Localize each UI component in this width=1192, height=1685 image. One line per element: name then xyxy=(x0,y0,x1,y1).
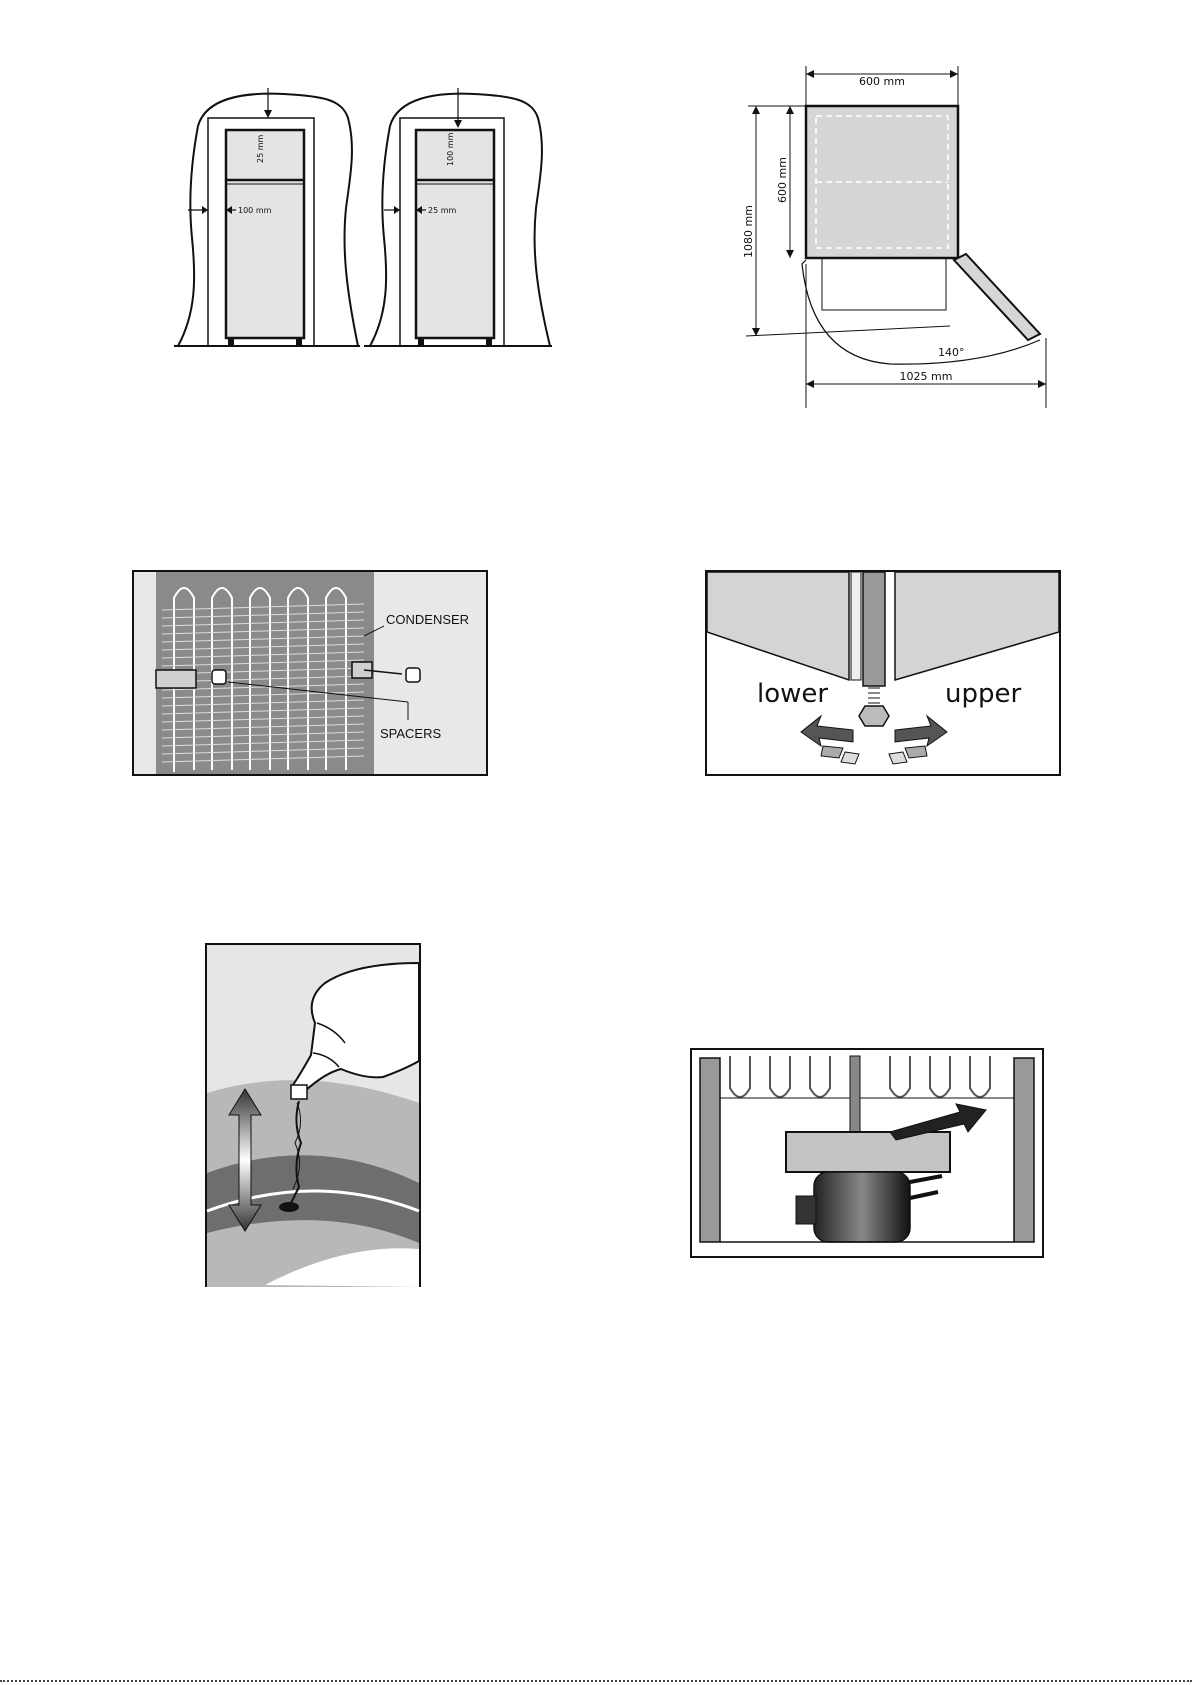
left-side-gap-label: 100 mm xyxy=(238,206,272,215)
drain-figure xyxy=(205,943,421,1287)
spacers-figure: CONDENSER SPACERS xyxy=(132,570,488,776)
drain-hole xyxy=(279,1202,299,1212)
door-angle-label: 140° xyxy=(938,346,965,359)
spacers-label: SPACERS xyxy=(380,726,441,741)
compressor-diagram xyxy=(690,1048,1044,1258)
open-door xyxy=(954,254,1040,340)
drip-tray xyxy=(786,1132,950,1172)
page-bottom-rule xyxy=(0,1680,1192,1682)
right-fridge xyxy=(416,130,494,338)
fridge-leg xyxy=(863,572,885,686)
left-clip xyxy=(156,670,196,688)
right-rail xyxy=(1014,1058,1034,1242)
compressor-figure xyxy=(690,1048,1044,1258)
spacers-diagram: CONDENSER SPACERS xyxy=(132,570,488,776)
upper-label: upper xyxy=(945,679,1021,709)
dimensions-figure: 600 mm 600 mm 1080 mm 140° 1025 mm xyxy=(740,58,1060,418)
left-spacer xyxy=(212,670,226,684)
total-width-label: 1025 mm xyxy=(900,370,953,383)
condenser-label: CONDENSER xyxy=(386,612,469,627)
feet-figure: lower upper xyxy=(705,570,1061,776)
feet-diagram: lower upper xyxy=(705,570,1061,776)
total-depth-label: 1080 mm xyxy=(742,205,755,258)
left-rail xyxy=(700,1058,720,1242)
clearance-diagram: 25 mm 100 mm 100 mm 25 mm xyxy=(174,88,604,360)
clearance-figure: 25 mm 100 mm 100 mm 25 mm xyxy=(174,88,604,360)
right-spacer xyxy=(406,668,420,682)
depth-label: 600 mm xyxy=(776,157,789,203)
width-label: 600 mm xyxy=(859,75,905,88)
right-top-gap-label: 100 mm xyxy=(446,132,455,166)
compressor xyxy=(814,1172,910,1242)
right-side-gap-label: 25 mm xyxy=(428,206,457,215)
drain-diagram xyxy=(205,943,421,1287)
left-top-gap-label: 25 mm xyxy=(256,134,265,163)
adjustable-foot-nut xyxy=(859,706,889,726)
lower-label: lower xyxy=(757,679,828,709)
left-fridge xyxy=(226,130,304,338)
dimensions-diagram: 600 mm 600 mm 1080 mm 140° 1025 mm xyxy=(740,58,1060,418)
